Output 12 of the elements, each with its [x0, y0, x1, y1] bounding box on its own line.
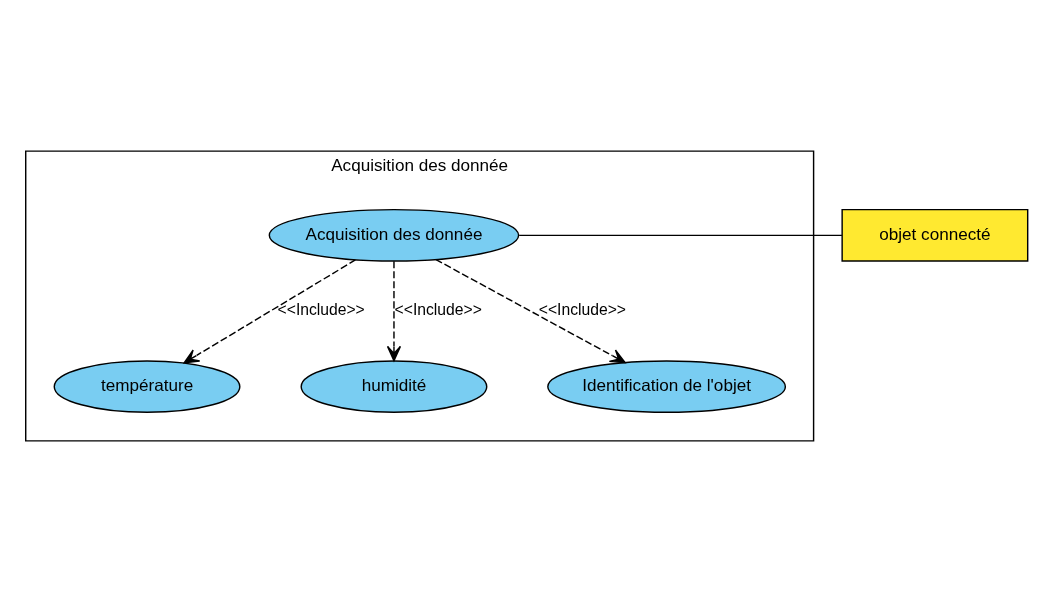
arrow	[183, 259, 357, 364]
node-ellipse: température	[53, 360, 241, 414]
edge-label: <<Include>>	[277, 300, 365, 318]
node-ellipse: Acquisition des donnée	[268, 208, 520, 262]
node-ellipse: humidité	[300, 360, 488, 414]
arrow	[386, 260, 402, 362]
arrow	[435, 258, 626, 364]
node-box: objet connecté	[841, 208, 1029, 262]
node-ellipse: Identification de l'objet	[547, 360, 787, 414]
edge-label: <<Include>>	[538, 300, 626, 318]
connector	[518, 234, 843, 237]
edge-label: <<Include>>	[394, 300, 482, 318]
